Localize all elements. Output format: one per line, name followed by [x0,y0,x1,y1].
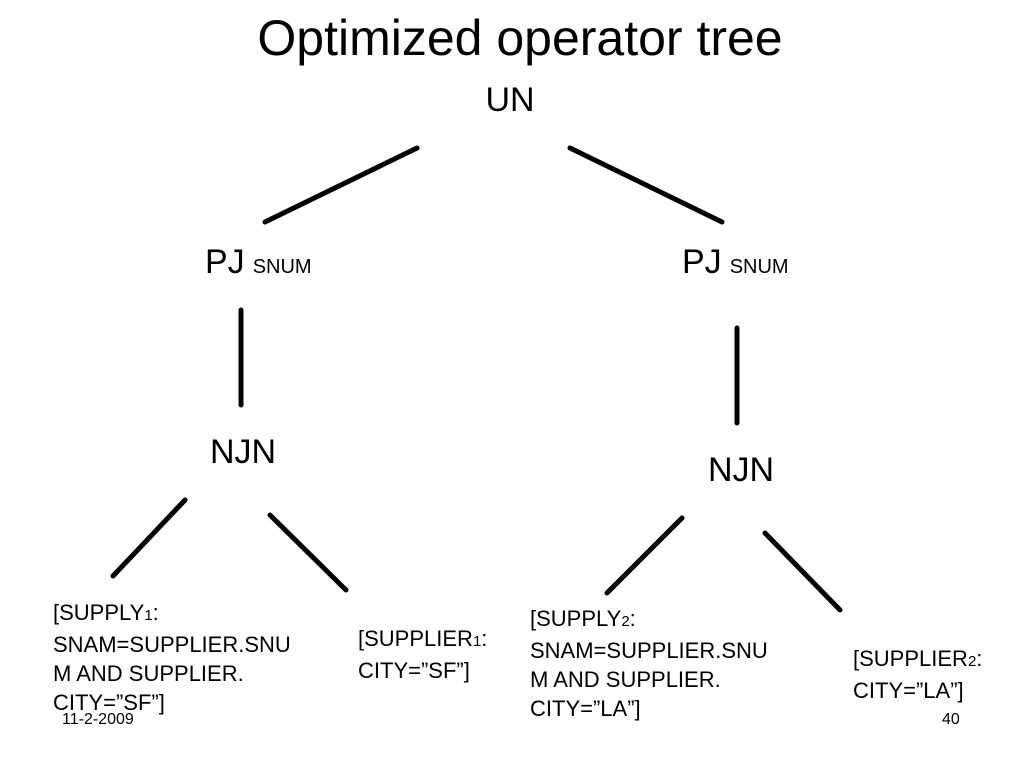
node-right-project-label: PJ [682,243,722,281]
footer-page-number: 40 [942,711,960,728]
edge-un-left-pj [262,145,420,225]
node-right-project: PJ SNUM [682,242,789,287]
node-left-project: PJ SNUM [205,242,312,287]
edge-un-right-pj [567,145,725,225]
node-left-project-attr: SNUM [252,256,312,278]
edge-right-njn-supply2 [604,515,685,596]
leaf-supplier-2: [SUPPLIER2: CITY=”LA”] [853,646,983,703]
edge-left-njn-supply1 [110,497,188,579]
leaf-supply-1: [SUPPLY1: SNAM=SUPPLIER.SNU M AND SUPPLI… [53,600,291,715]
leaf-supplier-1: [SUPPLIER1: CITY=”SF”] [358,626,488,683]
node-left-join: NJN [210,433,277,471]
slide-title: Optimized operator tree [257,10,783,66]
node-left-project-label: PJ [205,243,245,281]
node-right-join: NJN [708,451,775,489]
edge-left-njn-supplier1 [267,512,349,593]
footer-date: 11-2-2009 [62,711,134,728]
node-right-project-attr: SNUM [729,256,789,278]
leaf-supply-2: [SUPPLY2: SNAM=SUPPLIER.SNU M AND SUPPLI… [530,606,768,721]
node-union: UN [485,81,535,119]
edge-right-njn-supplier2 [762,530,843,613]
